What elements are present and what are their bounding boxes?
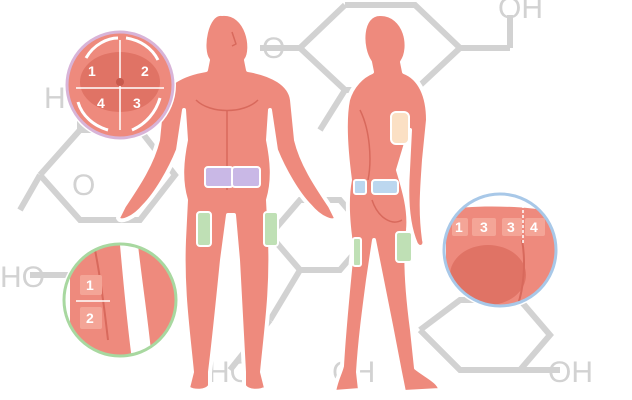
front-sites: [196, 166, 279, 247]
bond-left-down: [17, 173, 43, 212]
inset-thigh: 1 2: [61, 241, 179, 359]
back-site-thigh-lateral: [395, 231, 413, 263]
inset-thigh-border: [62, 242, 178, 358]
bond-mid-down: [267, 268, 303, 322]
inset-thigh-label-1: 1: [86, 277, 94, 293]
inset-abdomen-border: [65, 30, 175, 140]
front-figure: [116, 11, 338, 393]
label-oh-top: OH: [498, 0, 543, 25]
inset-abdomen-arrow-top: [84, 36, 119, 59]
back-body-silhouette: [332, 12, 442, 394]
label-h-left: H: [44, 82, 66, 115]
front-nose: [231, 31, 237, 47]
molecule-structure: [17, 1, 560, 373]
inset-buttock-zone-3b: [502, 218, 522, 236]
inset-buttock-label-4: 4: [530, 219, 538, 235]
front-figure-body: [116, 11, 338, 393]
label-ho-left: HO: [0, 261, 45, 294]
inset-thigh-zone-2: [80, 307, 102, 329]
front-site-abdomen-left: [204, 166, 234, 188]
inset-abdomen-label-4: 4: [97, 95, 105, 111]
inset-buttock: 1 3 3 4: [441, 191, 559, 309]
front-site-thigh-left: [196, 211, 212, 247]
inset-thigh-label-2: 2: [86, 310, 94, 326]
inset-abdomen: 1 2 4 3: [64, 29, 176, 141]
bond-ring-down: [317, 88, 348, 132]
inset-abdomen-arrow-right: [131, 97, 162, 132]
front-site-abdomen-right: [231, 166, 261, 188]
label-o-ring-2: O: [72, 169, 95, 202]
back-figure-details: [359, 109, 403, 223]
inset-thigh-zone-1: [80, 275, 102, 295]
inset-abdomen-label-3: 3: [133, 95, 141, 111]
molecule-ring-bottom: [417, 297, 554, 373]
inset-abdomen-arrow-bottom: [76, 101, 109, 132]
label-o-ring-1: O: [262, 32, 285, 65]
inset-buttock-label-1: 1: [455, 219, 463, 235]
front-site-thigh-right: [263, 211, 279, 247]
front-body-silhouette: [116, 11, 338, 393]
inset-buttock-label-3a: 3: [480, 219, 488, 235]
inset-abdomen-label-2: 2: [141, 63, 149, 79]
inset-buttock-zone-1: [452, 218, 468, 236]
back-site-buttock-left: [353, 179, 367, 195]
back-sites: [352, 111, 413, 267]
back-figure: [332, 12, 442, 394]
inset-buttock-border: [442, 192, 558, 308]
inset-buttock-zone-4: [525, 218, 545, 236]
label-oh-bottom: OH: [548, 356, 593, 389]
back-site-upper-arm: [390, 111, 410, 145]
back-site-buttock-right: [371, 179, 399, 195]
back-buttock-curve: [371, 199, 403, 223]
inset-buttock-label-3b: 3: [507, 219, 515, 235]
back-spine-line: [359, 109, 371, 181]
inset-abdomen-navel: [116, 78, 124, 86]
inset-buttock-cheek: [450, 245, 526, 305]
inset-buttock-zone-3a: [472, 218, 496, 236]
inset-abdomen-arrow-tr: [125, 36, 160, 61]
inset-thigh-leg-left: [70, 245, 132, 355]
back-site-thigh-medial: [352, 237, 362, 267]
back-figure-body: [332, 12, 442, 394]
inset-abdomen-label-1: 1: [88, 63, 96, 79]
